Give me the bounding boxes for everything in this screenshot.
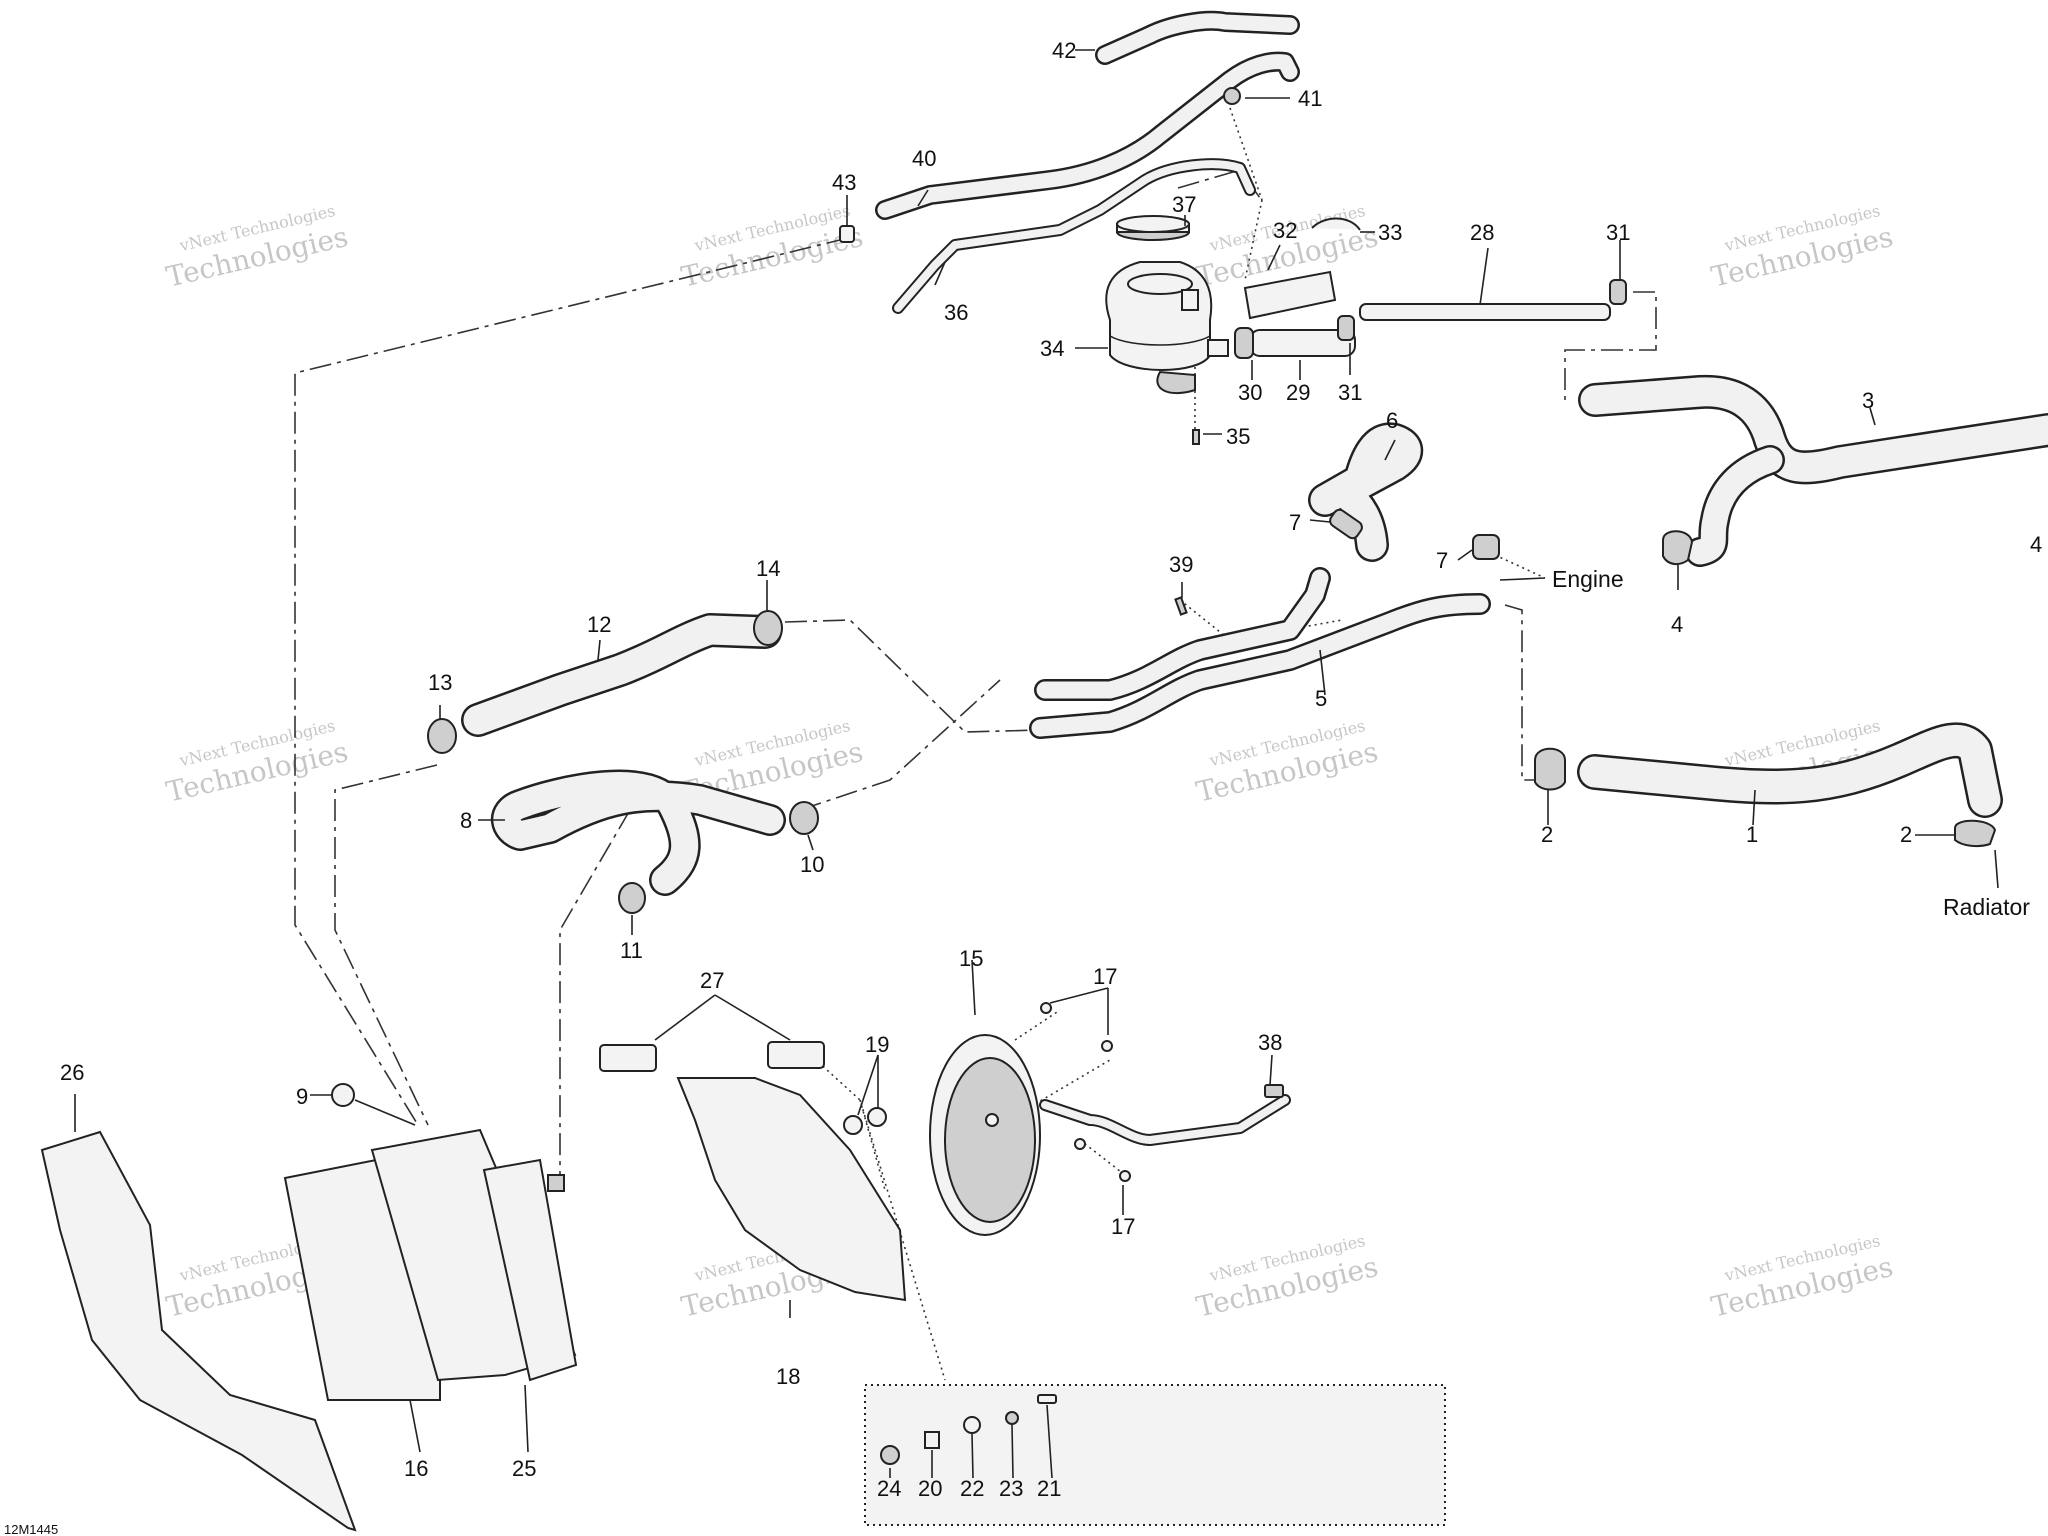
callout-6: 6 [1386, 408, 1398, 433]
leader-lines [74, 49, 1999, 1479]
callout-33: 33 [1378, 220, 1402, 245]
callout-3: 3 [1862, 388, 1874, 413]
callout-27: 27 [700, 968, 724, 993]
callout-35: 35 [1226, 424, 1250, 449]
callout-15: 15 [959, 946, 983, 971]
callout-7a: 7 [1289, 510, 1301, 535]
radiator-assembly [40, 1083, 578, 1532]
callout-40: 40 [912, 146, 936, 171]
callout-10: 10 [800, 852, 824, 877]
callout-23: 23 [999, 1476, 1023, 1501]
callout-17b: 17 [1111, 1214, 1135, 1239]
callout-labels: 42 41 43 40 37 32 33 28 31 36 34 30 29 3… [4, 38, 2042, 1536]
callout-4: 4 [1671, 612, 1683, 637]
callout-26: 26 [60, 1060, 84, 1085]
callout-9: 9 [296, 1084, 308, 1109]
callout-24: 24 [877, 1476, 901, 1501]
callout-7b: 7 [1436, 548, 1448, 573]
callout-22: 22 [960, 1476, 984, 1501]
callout-4-right: 4 [2030, 532, 2042, 557]
callout-5: 5 [1315, 686, 1327, 711]
callout-17a: 17 [1093, 964, 1117, 989]
callout-1: 1 [1746, 822, 1758, 847]
callout-8: 8 [460, 808, 472, 833]
callout-21: 21 [1037, 1476, 1061, 1501]
callout-31a: 31 [1606, 220, 1630, 245]
callout-36: 36 [944, 300, 968, 325]
callout-14: 14 [756, 556, 780, 581]
destination-radiator: Radiator [1943, 894, 2030, 920]
callout-38: 38 [1258, 1030, 1282, 1055]
callout-42: 42 [1052, 38, 1076, 63]
callout-32: 32 [1273, 218, 1297, 243]
callout-37: 37 [1172, 192, 1196, 217]
destination-engine: Engine [1552, 566, 1624, 592]
fan-shroud-assembly [599, 1002, 1446, 1526]
callout-2b: 2 [1900, 822, 1912, 847]
coolant-reservoir-group [839, 10, 1627, 616]
callout-20: 20 [918, 1476, 942, 1501]
callout-43: 43 [832, 170, 856, 195]
callout-41: 41 [1298, 86, 1322, 111]
callout-16: 16 [404, 1456, 428, 1481]
callout-31b: 31 [1338, 380, 1362, 405]
callout-12: 12 [587, 612, 611, 637]
callout-25: 25 [512, 1456, 536, 1481]
callout-2a: 2 [1541, 822, 1553, 847]
callout-11: 11 [620, 938, 643, 963]
callout-34: 34 [1040, 336, 1064, 361]
hoses [427, 374, 2048, 914]
callout-30: 30 [1238, 380, 1262, 405]
assembly-lines [294, 169, 1657, 1180]
callout-13: 13 [428, 670, 452, 695]
callout-19: 19 [865, 1032, 889, 1057]
callout-29: 29 [1286, 380, 1310, 405]
reference-code: 12M1445 [4, 1522, 58, 1536]
callout-28: 28 [1470, 220, 1494, 245]
callout-39: 39 [1169, 552, 1193, 577]
callout-18: 18 [776, 1364, 800, 1389]
